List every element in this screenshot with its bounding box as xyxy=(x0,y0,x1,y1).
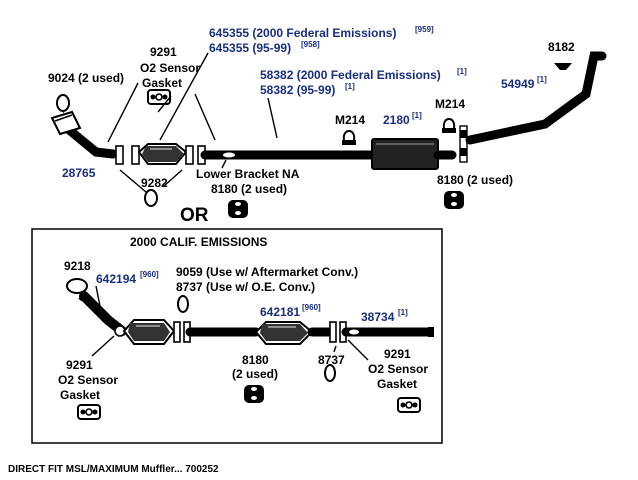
label-642194: 642194 xyxy=(96,272,136,286)
sup-645355-b: [958] xyxy=(301,40,320,49)
pipe-38734 xyxy=(341,327,434,337)
sup-2180: [1] xyxy=(412,111,422,120)
o2-gasket-left xyxy=(77,404,101,420)
leader-645355 xyxy=(159,52,209,141)
y-pipe-28765 xyxy=(50,110,118,159)
calif-labels: 2000 CALIF. EMISSIONS 9218 642194 [960] … xyxy=(58,235,428,402)
label-o2-left-2: Gasket xyxy=(60,388,100,402)
label-m214-left: M214 xyxy=(335,113,365,127)
catalytic-converter-645355 xyxy=(137,143,188,165)
label-9291-top: 9291 xyxy=(150,45,177,59)
gasket-9282-a xyxy=(144,189,158,207)
label-9218: 9218 xyxy=(64,259,91,273)
calif-title: 2000 CALIF. EMISSIONS xyxy=(130,235,267,249)
leader-lower-bracket xyxy=(221,159,227,169)
flange-calif-c xyxy=(329,321,337,343)
leader-58382 xyxy=(267,97,278,139)
sup-58382-b: [1] xyxy=(345,82,355,91)
top-assembly xyxy=(50,51,607,218)
label-8180-calif: 8180 xyxy=(242,353,269,367)
leader-o2-top-a xyxy=(107,82,139,143)
o2-gasket-right xyxy=(397,397,421,413)
sup-642194: [960] xyxy=(140,270,159,279)
hanger-8182 xyxy=(554,59,572,70)
muffler-2180 xyxy=(340,138,457,170)
gasket-9059 xyxy=(177,295,189,313)
top-labels: 9024 (2 used) 9291 O2 Sensor Gasket 6453… xyxy=(48,25,575,226)
flange-left-a xyxy=(115,145,124,165)
hanger-8180-right xyxy=(444,191,464,209)
label-8180-used: (2 used) xyxy=(232,367,278,381)
clamp-m214-left xyxy=(342,130,356,145)
catalytic-converter-calif xyxy=(114,319,176,345)
label-9291-right: 9291 xyxy=(384,347,411,361)
downpipe-642194 xyxy=(78,290,127,336)
label-8737-b: 8737 xyxy=(318,353,345,367)
sup-54949: [1] xyxy=(537,75,547,84)
label-or: OR xyxy=(180,205,209,226)
leader-o2-top-b xyxy=(157,95,172,113)
gasket-8737 xyxy=(324,364,336,382)
label-lower-bracket: Lower Bracket NA xyxy=(196,167,300,181)
flange-right-a xyxy=(185,145,194,165)
label-9291-left: 9291 xyxy=(66,358,93,372)
leader-8737-b xyxy=(333,345,337,353)
label-38734: 38734 xyxy=(361,310,395,324)
flange-calif-a xyxy=(173,321,181,343)
label-m214-right: M214 xyxy=(435,97,465,111)
label-2180: 2180 xyxy=(383,113,410,127)
label-o2-right-2: Gasket xyxy=(377,377,417,391)
hanger-8180-mid xyxy=(228,200,248,218)
label-o2-left-1: O2 Sensor xyxy=(58,373,118,387)
clamp-m214-right xyxy=(442,118,456,133)
label-28765: 28765 xyxy=(62,166,96,180)
sup-38734: [1] xyxy=(398,308,408,317)
o2-gasket-top xyxy=(147,89,171,105)
label-645355-a: 645355 (2000 Federal Emissions) xyxy=(209,26,396,40)
label-8180-mid: 8180 (2 used) xyxy=(211,182,287,196)
label-645355-b: 645355 (95-99) xyxy=(209,41,291,55)
label-642181: 642181 xyxy=(260,305,300,319)
label-9282: 9282 xyxy=(141,176,168,190)
sup-58382-a: [1] xyxy=(457,67,467,76)
leader-9282-b xyxy=(163,169,183,187)
label-8182: 8182 xyxy=(548,40,575,54)
label-8737-a: 8737 (Use w/ O.E. Conv.) xyxy=(176,280,315,294)
leader-o2-right xyxy=(347,339,369,361)
label-8180-right: 8180 (2 used) xyxy=(437,173,513,187)
intermediate-pipe-58382 xyxy=(200,150,350,160)
calif-box xyxy=(31,228,443,444)
label-54949: 54949 xyxy=(501,77,535,91)
label-o2-top-1: O2 Sensor xyxy=(140,61,200,75)
pipe-642181 xyxy=(185,321,335,345)
sup-642181: [960] xyxy=(302,303,321,312)
hanger-8180-calif xyxy=(244,385,264,403)
label-o2-right-1: O2 Sensor xyxy=(368,362,428,376)
leader-645355-b xyxy=(194,93,216,141)
leader-9282-a xyxy=(119,169,147,193)
footer-caption: DIRECT FIT MSL/MAXIMUM Muffler... 700252 xyxy=(8,464,219,475)
leader-642194 xyxy=(95,285,101,307)
flange-left-b xyxy=(131,145,140,165)
label-58382-a: 58382 (2000 Federal Emissions) xyxy=(260,68,441,82)
label-9059: 9059 (Use w/ Aftermarket Conv.) xyxy=(176,265,358,279)
label-58382-b: 58382 (95-99) xyxy=(260,83,335,97)
gasket-9024 xyxy=(56,94,70,112)
label-o2-top-2: Gasket xyxy=(142,76,182,90)
leader-o2-left xyxy=(91,335,115,357)
sup-645355-a: [959] xyxy=(415,25,434,34)
tail-pipe-54949 xyxy=(459,51,607,163)
label-9024: 9024 (2 used) xyxy=(48,71,124,85)
gasket-9218 xyxy=(66,278,88,294)
